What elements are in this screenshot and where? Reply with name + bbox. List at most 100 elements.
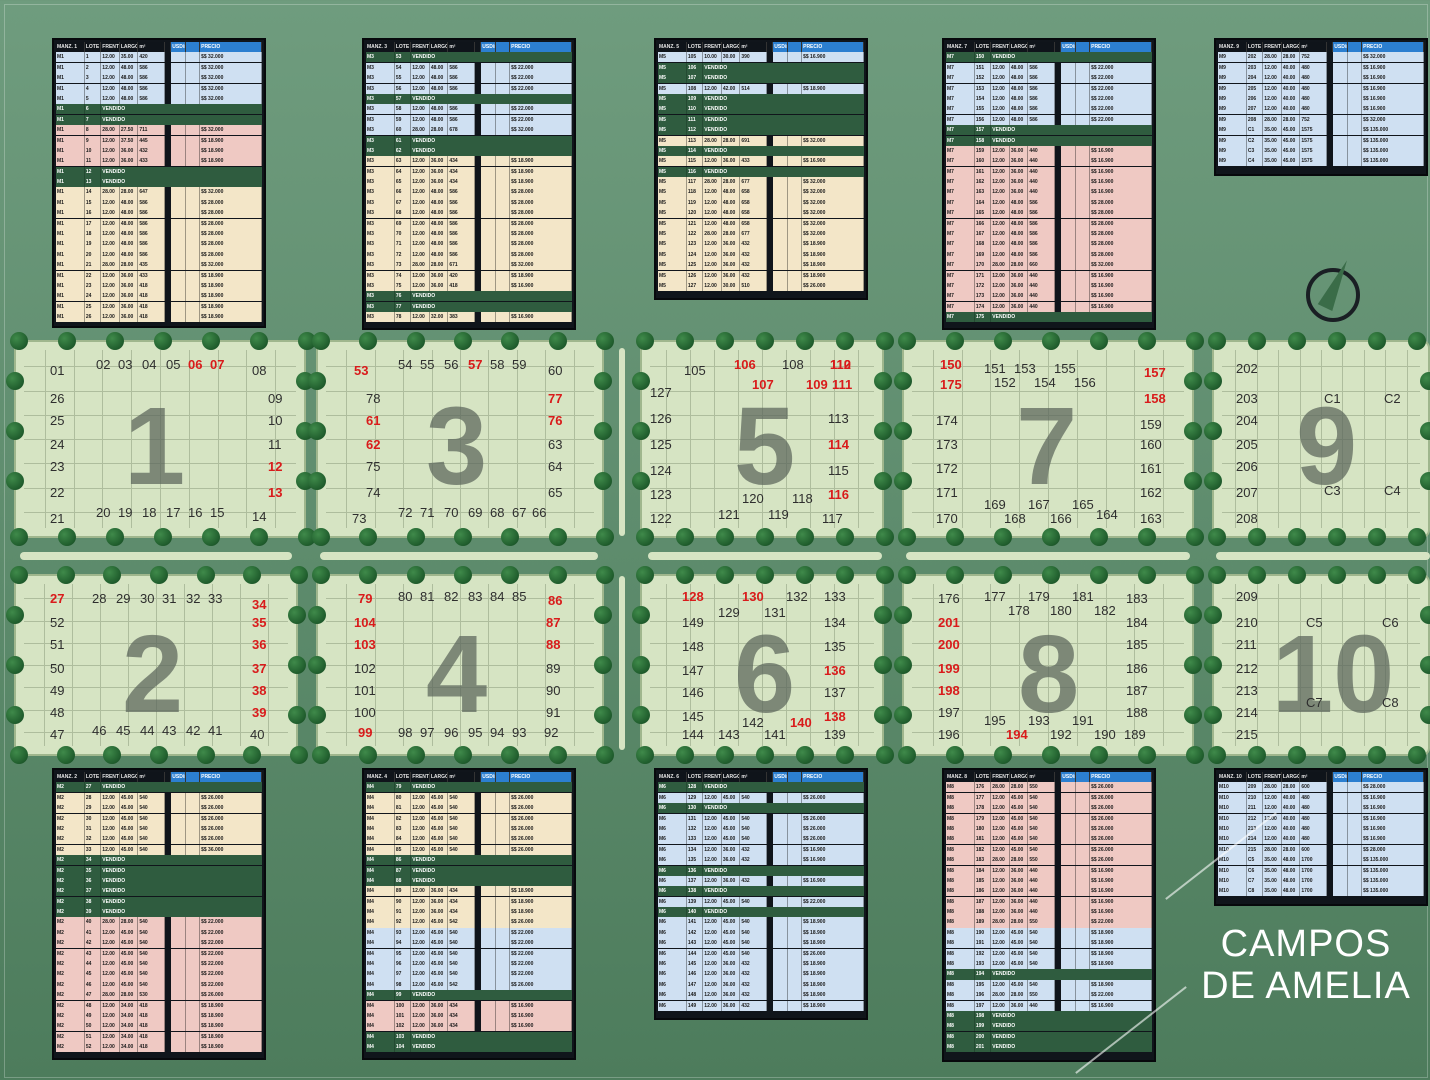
row-usd [481,280,496,292]
row-lote: 66 [394,187,412,198]
row-manz: M6 [658,907,687,918]
block-number: 8 [1018,613,1080,736]
row-usd [1061,93,1076,105]
row-manz: M4 [366,917,395,928]
row-frente: 12.00 [411,156,430,167]
lot-number-183: 183 [1126,591,1148,606]
price-table-manz-8: MANZ. 8LOTEFRENTLARGOm²USD/m²PRECIOM8176… [942,768,1156,1062]
row-largo: 34.00 [119,1042,139,1053]
row-usd-2 [495,1021,511,1032]
tree-icon [1208,332,1226,350]
row-frente: 12.00 [411,73,430,84]
lot-number-105: 105 [684,363,706,378]
row-usd-2 [787,948,803,959]
row-gap [1327,782,1334,793]
row-usd-2 [1075,782,1091,793]
row-precio: $$ 26.000 [200,803,262,814]
row-frente: 12.00 [411,803,430,814]
lot-number-17: 17 [166,505,181,520]
gap [475,42,482,53]
row-area: 540 [1028,803,1056,814]
row-largo: 34.00 [119,1000,139,1011]
usd-header-2 [495,42,511,53]
row-manz: M3 [366,312,395,323]
row-usd [481,114,496,125]
row-usd [1333,62,1348,73]
usd-header: USD/m² [1061,772,1076,783]
lot-divider [666,584,667,746]
row-largo: 45.00 [721,896,741,907]
row-lote: 23 [84,280,102,292]
tree-icon [632,606,650,624]
row-largo: 28.00 [721,135,741,146]
row-usd-2 [495,813,511,824]
row-usd-2 [495,249,511,260]
row-manz: M8 [946,803,975,814]
largo-header: LARGO [120,42,139,53]
row-gap [767,979,774,990]
lot-number-20: 20 [96,505,111,520]
row-largo: 45.00 [119,948,139,959]
tree-icon [103,746,122,764]
row-precio: $$ 18.900 [1090,938,1152,949]
row-gap [165,270,172,281]
row-precio: $$ 26.000 [1090,834,1152,845]
row-gap [1055,166,1062,177]
row-largo: 36.00 [1009,166,1029,177]
row-usd-2 [1075,197,1091,208]
row-area: 586 [448,83,476,94]
row-usd-2 [185,291,201,302]
row-lote: 115 [686,156,704,167]
lot-number-168: 168 [1004,511,1026,526]
m2-header: m² [740,772,768,783]
row-precio: $$ 18.900 [200,1000,262,1011]
lot-number-73: 73 [352,511,367,526]
row-area: 440 [1028,907,1056,918]
row-frente: 12.00 [991,114,1010,125]
lot-number-109: 109 [806,377,828,392]
lot-number-171: 171 [936,485,958,500]
row-precio: $$ 135.000 [1362,875,1424,886]
row-gap [1055,187,1062,198]
tree-icon [994,566,1012,584]
row-largo: 48.00 [119,83,139,94]
lot-number-213: 213 [1236,683,1258,698]
row-manz: M2 [56,1042,85,1053]
row-manz: M3 [366,93,395,105]
row-precio: $$ 26.000 [510,834,572,845]
row-usd-2 [185,1010,201,1022]
tree-icon [243,566,262,584]
row-lote: 169 [974,249,992,260]
row-usd-2 [185,823,201,835]
row-lote: 1 [84,52,102,63]
row-gap [767,1000,774,1011]
row-area: 540 [448,969,476,980]
row-frente: 12.00 [703,208,722,219]
row-manz: M3 [366,114,395,125]
tree-icon [596,332,614,350]
row-area: 480 [1300,792,1328,803]
row-largo: 36.00 [721,979,741,990]
row-usd [171,312,186,323]
row-usd-2 [185,813,201,824]
row-largo: 40.00 [1281,73,1301,84]
row-area: 434 [448,1010,476,1022]
row-gap [767,208,774,219]
row-lote: 158 [974,135,992,146]
row-lote: 164 [974,197,992,208]
row-usd [773,979,788,990]
row-largo: 36.00 [721,990,741,1001]
row-usd [1061,834,1076,845]
row-manz: M4 [366,1031,395,1042]
row-usd [1061,917,1076,928]
row-precio: $$ 22.000 [510,73,572,84]
row-usd [773,959,788,970]
row-usd [1333,792,1348,803]
row-usd [1061,62,1076,73]
tree-icon [501,332,520,350]
